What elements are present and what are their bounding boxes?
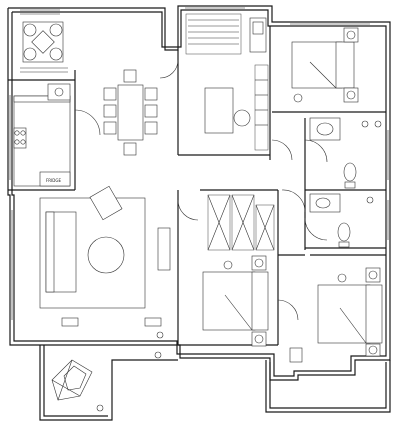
bedroom-middle bbox=[202, 255, 269, 347]
interior-walls bbox=[8, 26, 391, 421]
windows bbox=[9, 7, 389, 320]
wardrobes bbox=[207, 194, 275, 251]
living-room bbox=[39, 185, 171, 327]
balcony-lounge bbox=[51, 331, 164, 412]
study-room bbox=[185, 13, 269, 151]
round-dining-set bbox=[20, 21, 68, 73]
bedroom-top bbox=[291, 27, 359, 103]
fridge-label: FRIDGE bbox=[46, 178, 61, 183]
bathroom bbox=[281, 117, 382, 248]
door-swings bbox=[74, 59, 299, 321]
exterior-walls bbox=[7, 5, 391, 381]
bedroom-bottom-right bbox=[289, 267, 383, 363]
dining-table bbox=[103, 69, 158, 156]
kitchen: FRIDGE bbox=[13, 83, 71, 187]
